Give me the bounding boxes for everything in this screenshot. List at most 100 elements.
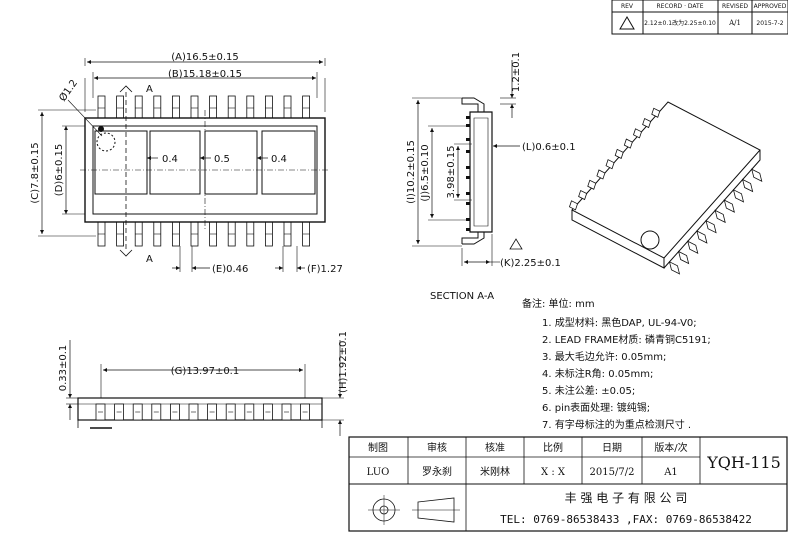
iso-pin1-marker (640, 230, 660, 250)
section-tick (466, 150, 470, 153)
window-3 (204, 130, 258, 195)
note-4: 4. 未标注R角: 0.05mm; (542, 367, 653, 380)
section-tick (466, 218, 470, 221)
iso-left-pin (623, 138, 633, 149)
section-title: SECTION A-A (430, 291, 494, 302)
iso-left-pin (578, 189, 588, 201)
top-pin (264, 95, 273, 119)
section-view (412, 60, 523, 266)
dim-033-label: 0.33±0.1 (58, 345, 69, 392)
isometric-view (568, 101, 763, 275)
gap-label-1: 0.4 (162, 154, 178, 165)
side-body (77, 397, 323, 421)
iso-left-pin (642, 117, 652, 129)
record-cell: 2.12±0.1改为2.25±0.10 (644, 19, 716, 27)
iso-right-pin (723, 199, 735, 213)
iso-left-pin (587, 179, 597, 190)
tb-header-date: 日期 (602, 442, 622, 454)
note-1: 1. 成型材料: 黑色DAP, UL-94-V0; (542, 316, 697, 329)
bottom-pin-row (97, 221, 311, 247)
tb-value-scale: X : X (541, 467, 566, 478)
iso-right-pin (705, 219, 717, 234)
note-2: 2. LEAD FRAME材质: 磷青铜C5191; (542, 333, 711, 346)
top-pin (283, 95, 292, 119)
iso-right-pin (696, 230, 708, 244)
record-date-header: RECORD · DATE (657, 3, 704, 10)
section-mark-bottom: A (146, 254, 153, 265)
tb-value-version: A1 (663, 467, 678, 478)
iso-right-pin (714, 209, 726, 224)
company-contact: TEL: 0769-86538433 ,FAX: 0769-86538422 (500, 513, 752, 526)
dim-h-label: (H)1.92±0.1 (338, 331, 349, 393)
dim-l-label: (L)0.6±0.1 (522, 142, 576, 153)
note-7: 7. 有字母标注的为重点检测尺寸 . (542, 418, 691, 431)
window-4 (261, 130, 316, 195)
dim-g-label: (G)13.97±0.1 (171, 366, 239, 377)
iso-right-pin (678, 250, 690, 265)
company-name: 丰 强 电 子 有 限 公 司 (565, 491, 688, 505)
dim-c-label: (C)7.8±0.15 (30, 142, 41, 203)
window-2 (149, 130, 201, 195)
iso-right-pin (742, 178, 754, 193)
section-mark-top: A (146, 84, 153, 95)
note-6: 6. pin表面处理: 镀纯锡; (542, 401, 650, 414)
section-tick (466, 176, 470, 179)
dim-k-label: (K)2.25±0.1 (500, 258, 561, 269)
hole-circle (96, 132, 116, 152)
title-block (348, 436, 788, 532)
tb-value-checked: 罗永刹 (422, 465, 452, 478)
section-body (469, 111, 493, 233)
tb-header-scale: 比例 (543, 441, 563, 454)
dim-e-label: (E)0.46 (212, 264, 248, 275)
gap-label-2: 0.5 (214, 154, 230, 165)
iso-right-pin (732, 189, 745, 203)
side-view (66, 340, 344, 436)
section-tick (466, 202, 470, 205)
top-pin (116, 95, 124, 119)
dim-j-label: (J)6.5±0.10 (420, 144, 431, 201)
revised-cell: A/1 (728, 19, 741, 27)
notes-header: 备注: 单位: mm (522, 297, 595, 310)
hole-label: Ø1.2 (57, 77, 80, 103)
iso-left-pin (568, 200, 578, 211)
tb-value-date: 2015/7/2 (590, 467, 635, 478)
approved-cell: 2015-7-2 (756, 20, 783, 27)
tb-header-approved: 核准 (485, 441, 505, 454)
iso-left-pin (596, 169, 606, 180)
iso-side-face (663, 150, 761, 269)
section-tick (466, 124, 470, 127)
top-pin (153, 95, 162, 119)
part-number: YQH-115 (706, 453, 781, 472)
top-view (38, 58, 330, 272)
dim-i-label: (I)10.2±0.15 (406, 140, 417, 204)
pin1-dot (98, 126, 104, 132)
iso-right-pin (751, 168, 763, 183)
iso-left-pin (632, 128, 642, 139)
top-pin (227, 95, 236, 119)
top-pin (209, 95, 218, 119)
projection-cone-icon (417, 497, 455, 523)
top-pin (97, 95, 106, 119)
revised-header: REVISED (722, 3, 748, 10)
dim-f-label: (F)1.27 (307, 264, 343, 275)
revision-table: REV RECORD · DATE REVISED APPROVED 2.12±… (611, 0, 788, 35)
dim-12-label: 1.2±0.1 (511, 52, 522, 92)
iso-left-pin (614, 148, 624, 159)
top-pin (190, 95, 199, 119)
top-pin (134, 95, 143, 119)
note-5: 5. 未注公差: ±0.05; (542, 384, 635, 397)
tb-header-drawn: 制图 (368, 441, 388, 454)
approved-header: APPROVED (754, 3, 787, 10)
iso-left-pin (605, 159, 615, 170)
rev-header: REV (621, 3, 634, 10)
iso-left-pin (651, 107, 661, 118)
notes-block: 备注: 单位: mm 1. 成型材料: 黑色DAP, UL-94-V0; 2. … (522, 297, 711, 431)
iso-front-face (571, 210, 665, 269)
dim-398-label: 3.98±0.15 (446, 146, 457, 199)
tb-value-approved: 米刚林 (480, 465, 510, 478)
top-pin (302, 95, 311, 119)
top-pin (171, 95, 180, 119)
section-inner (473, 117, 489, 227)
section-tick (466, 166, 470, 169)
tb-header-version: 版本/次 (654, 441, 687, 454)
